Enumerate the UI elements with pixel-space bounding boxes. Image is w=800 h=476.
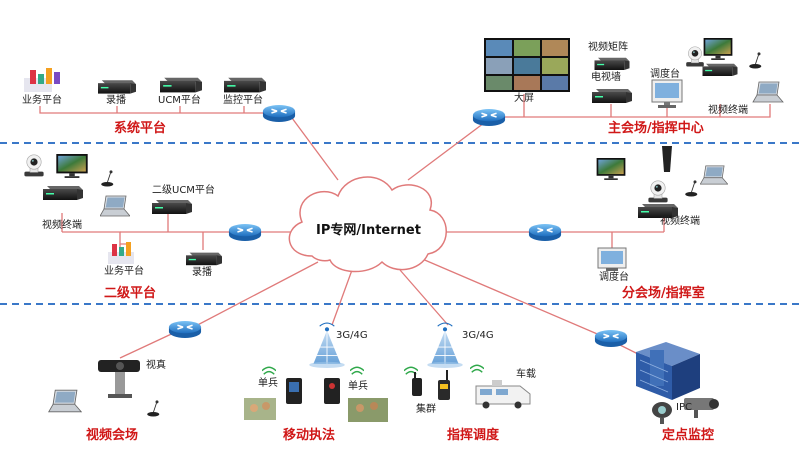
section-dividers bbox=[0, 142, 800, 305]
title-dispatch: 指挥调度 bbox=[447, 428, 500, 443]
router-icon bbox=[228, 223, 262, 242]
video-wall-icon bbox=[484, 38, 570, 92]
title-system-platform: 系统平台 bbox=[114, 121, 167, 136]
building-icon bbox=[636, 342, 700, 400]
router-icon bbox=[262, 104, 296, 123]
label-terminal-level2: 视频终端 bbox=[42, 220, 82, 231]
camera-icon bbox=[98, 360, 140, 398]
microphone-icon bbox=[662, 146, 672, 172]
server-icon bbox=[592, 89, 632, 103]
title-level2-platform: 二级平台 bbox=[104, 286, 157, 301]
label-video-terminal-vc: 视真 bbox=[146, 360, 166, 371]
server-icon bbox=[24, 68, 60, 92]
label-vehicle: 车载 bbox=[516, 369, 536, 380]
label-console-branch: 调度台 bbox=[599, 272, 629, 283]
ipc-camera-icon bbox=[652, 402, 672, 424]
monitor-icon bbox=[56, 154, 88, 178]
label-terminal-branch: 视频终端 bbox=[660, 216, 700, 227]
label-video-matrix: 视频矩阵 bbox=[588, 42, 628, 53]
server-icon bbox=[186, 252, 222, 266]
router-icon bbox=[528, 223, 562, 242]
microphone-icon bbox=[146, 400, 160, 417]
label-3g4g-mobile: 3G/4G bbox=[336, 330, 368, 341]
laptop-icon bbox=[752, 81, 784, 103]
signal-icon bbox=[350, 366, 364, 375]
laptop-icon bbox=[100, 195, 130, 217]
title-main-venue: 主会场/指挥中心 bbox=[608, 121, 704, 136]
label-soldier-1: 单兵 bbox=[258, 378, 278, 389]
server-icon bbox=[160, 77, 202, 93]
router-icon bbox=[594, 329, 628, 348]
radio-icon bbox=[438, 370, 450, 400]
monitor-icon bbox=[703, 38, 733, 60]
laptop-icon bbox=[48, 389, 82, 413]
monitor-icon bbox=[651, 79, 683, 108]
microphone-icon bbox=[748, 52, 762, 69]
label-monitor-platform: 监控平台 bbox=[223, 95, 263, 106]
label-ucm-level2: 二级UCM平台 bbox=[152, 185, 215, 196]
label-business-platform: 业务平台 bbox=[22, 95, 62, 106]
label-terminal-main: 视频终端 bbox=[708, 105, 748, 116]
phone-icon bbox=[286, 378, 302, 404]
camera-icon bbox=[685, 46, 705, 67]
system-devices bbox=[24, 68, 266, 94]
router-icon bbox=[168, 320, 202, 339]
monitor-icon bbox=[597, 247, 627, 271]
phone-icon bbox=[324, 378, 340, 404]
server-icon bbox=[702, 63, 738, 76]
label-ipc: IPC bbox=[676, 402, 692, 413]
microphone-icon bbox=[100, 170, 114, 187]
label-big-screen: 大屏 bbox=[514, 93, 534, 104]
vehicle-icon bbox=[475, 380, 531, 409]
label-ucm-platform: UCM平台 bbox=[158, 95, 201, 106]
title-branch-venue: 分会场/指挥室 bbox=[622, 286, 705, 301]
radio-icon bbox=[412, 372, 422, 396]
camera-icon bbox=[23, 154, 44, 177]
laptop-icon bbox=[700, 165, 728, 185]
server-icon bbox=[43, 186, 83, 200]
server-icon bbox=[152, 200, 192, 214]
title-mobile-enforcement: 移动执法 bbox=[283, 428, 336, 443]
label-3g4g-dispatch: 3G/4G bbox=[462, 330, 494, 341]
label-tv-wall: 电视墙 bbox=[591, 72, 621, 83]
signal-icon bbox=[262, 366, 276, 375]
cloud-icon bbox=[288, 176, 447, 273]
label-recorder-level2: 录播 bbox=[192, 267, 212, 278]
label-recorder: 录播 bbox=[106, 95, 126, 106]
server-icon bbox=[108, 242, 134, 264]
title-surveillance: 定点监控 bbox=[662, 428, 715, 443]
server-icon bbox=[594, 57, 630, 70]
server-icon bbox=[224, 77, 266, 93]
video-conf-devices bbox=[48, 360, 160, 417]
label-soldier-2: 单兵 bbox=[348, 381, 368, 392]
cloud-label: IP专网/Internet bbox=[316, 223, 421, 238]
monitor-icon bbox=[596, 158, 626, 180]
cell-tower-icon bbox=[426, 322, 464, 368]
main-venue-devices bbox=[484, 38, 784, 108]
photo-icon bbox=[348, 398, 388, 422]
camera-icon bbox=[648, 180, 668, 203]
level2-devices bbox=[23, 154, 222, 266]
surveillance-devices bbox=[636, 342, 719, 424]
branch-devices bbox=[596, 146, 728, 271]
router-icon bbox=[472, 108, 506, 127]
title-video-conference: 视频会场 bbox=[86, 428, 139, 443]
server-icon bbox=[98, 80, 136, 94]
signal-icon bbox=[470, 364, 484, 373]
label-console-main: 调度台 bbox=[650, 69, 680, 80]
label-cluster: 集群 bbox=[416, 404, 436, 415]
photo-icon bbox=[244, 398, 276, 420]
dispatch-devices bbox=[404, 322, 531, 409]
mobile-devices bbox=[244, 322, 388, 422]
microphone-icon bbox=[684, 180, 698, 197]
ipc-camera-icon bbox=[684, 398, 719, 418]
label-business-level2: 业务平台 bbox=[104, 266, 144, 277]
